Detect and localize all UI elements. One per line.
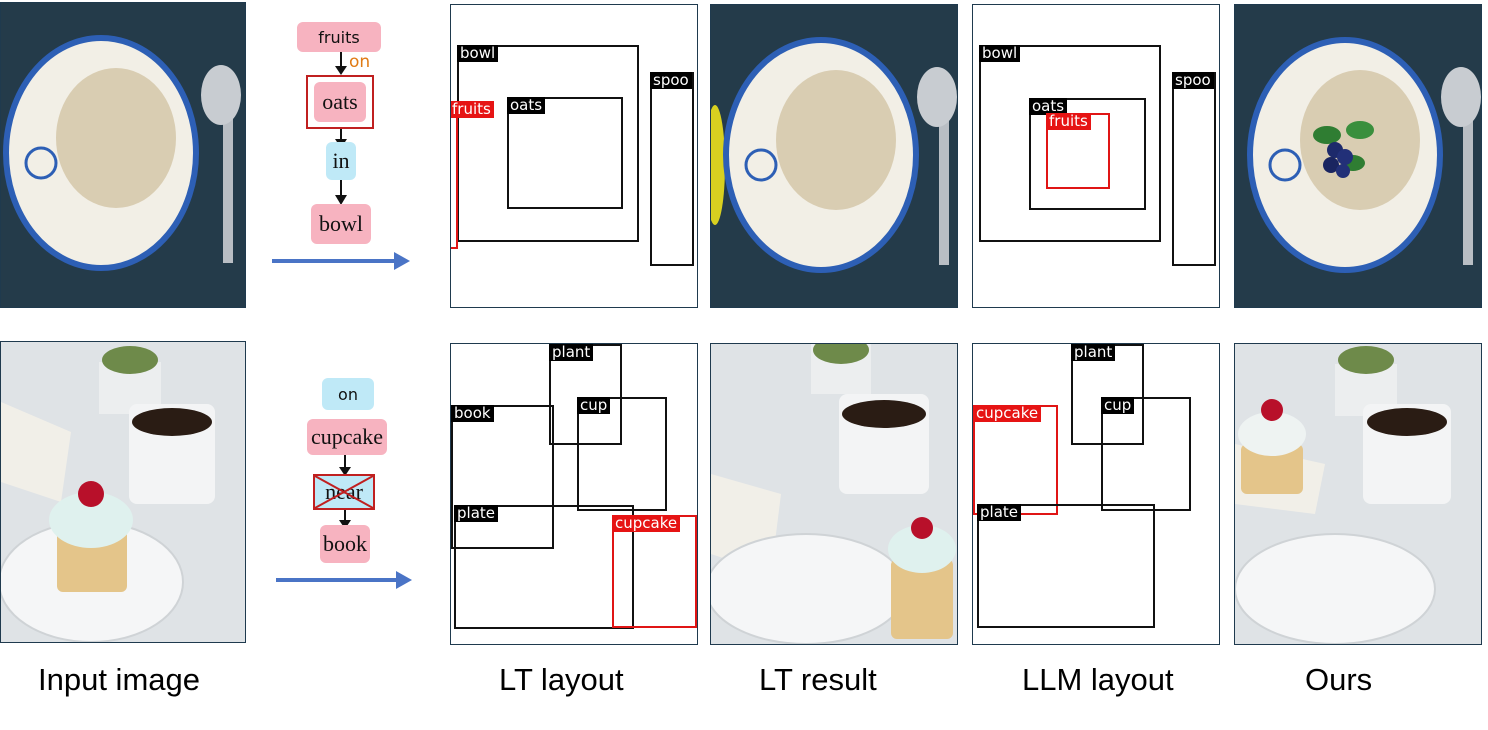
layout-label: oats [507,97,546,114]
layout-label: fruits [1046,113,1091,130]
layout-box-plate: plate [454,505,634,629]
layout-box-bowl: bowl [457,45,639,242]
layout-label: plate [977,504,1021,521]
layout-label: spoo [650,72,692,89]
lt-layout-panel: bowl fruits oats spoo [450,4,698,308]
layout-label: cupcake [612,515,681,532]
graph-edge-arrow [339,510,351,529]
layout-box-oats: oats [1029,98,1146,210]
graph-node-on: on [322,378,374,410]
layout-box-plant: plant [549,344,622,445]
caption-lt-layout: LT layout [499,662,624,697]
graph-node-cross [314,475,374,509]
layout-label: cupcake [973,405,1042,422]
caption-lt-result: LT result [759,662,877,697]
layout-label: plant [1071,344,1116,361]
layout-box-cupcake: cupcake [973,405,1058,515]
graph-node-oats: oats [314,82,366,122]
lt-result-image [710,4,958,308]
layout-box-spoon: spoo [650,72,694,266]
input-image-cupcake [0,341,246,643]
layout-box-spoon: spoo [1172,72,1216,266]
graph-relation-on: on [349,52,371,72]
layout-box-plant: plant [1071,344,1144,445]
layout-label: bowl [457,45,499,62]
caption-ours: Ours [1305,662,1373,697]
caption-input-image: Input image [38,662,200,697]
flow-arrow-head [396,571,412,589]
lt-layout-panel: plant book cup plate cupcake [450,343,698,645]
llm-layout-panel: bowl oats fruits spoo [972,4,1220,308]
layout-label: fruits [451,101,494,118]
layout-label: oats [1029,98,1068,115]
layout-box-bowl: bowl [979,45,1161,242]
layout-box-fruits: fruits [1046,113,1110,189]
layout-box-fruits: fruits [451,101,494,249]
lt-result-image [710,343,958,645]
layout-label: bowl [979,45,1021,62]
layout-box-book: book [451,405,554,549]
layout-label: book [451,405,494,422]
layout-box-oats: oats [507,97,623,209]
layout-label: plate [454,505,498,522]
layout-box-plate: plate [977,504,1155,628]
graph-node-bowl: bowl [311,204,371,244]
flow-arrow-head [394,252,410,270]
caption-llm-layout: LLM layout [1022,662,1174,697]
layout-label: plant [549,344,594,361]
graph-highlight-box [306,75,374,129]
input-image-oats [0,2,246,308]
graph-node-cupcake: cupcake [307,419,387,455]
layout-label: cup [577,397,611,414]
graph-node-in: in [326,142,356,180]
layout-box-cup: cup [577,397,667,511]
ours-result-image [1234,4,1482,308]
llm-layout-panel: plant cupcake cup plate [972,343,1220,645]
graph-edge-arrow [339,455,351,476]
layout-box-cupcake: cupcake [612,515,697,628]
layout-box-cup: cup [1101,397,1191,511]
graph-node-book: book [320,525,370,563]
graph-edge-arrow [335,52,347,75]
layout-label: spoo [1172,72,1214,89]
flow-arrow [276,578,398,582]
ours-result-image [1234,343,1482,645]
graph-edge-arrow [335,180,347,205]
layout-label: cup [1101,397,1135,414]
graph-node-fruits: fruits [297,22,381,52]
flow-arrow [272,259,396,263]
